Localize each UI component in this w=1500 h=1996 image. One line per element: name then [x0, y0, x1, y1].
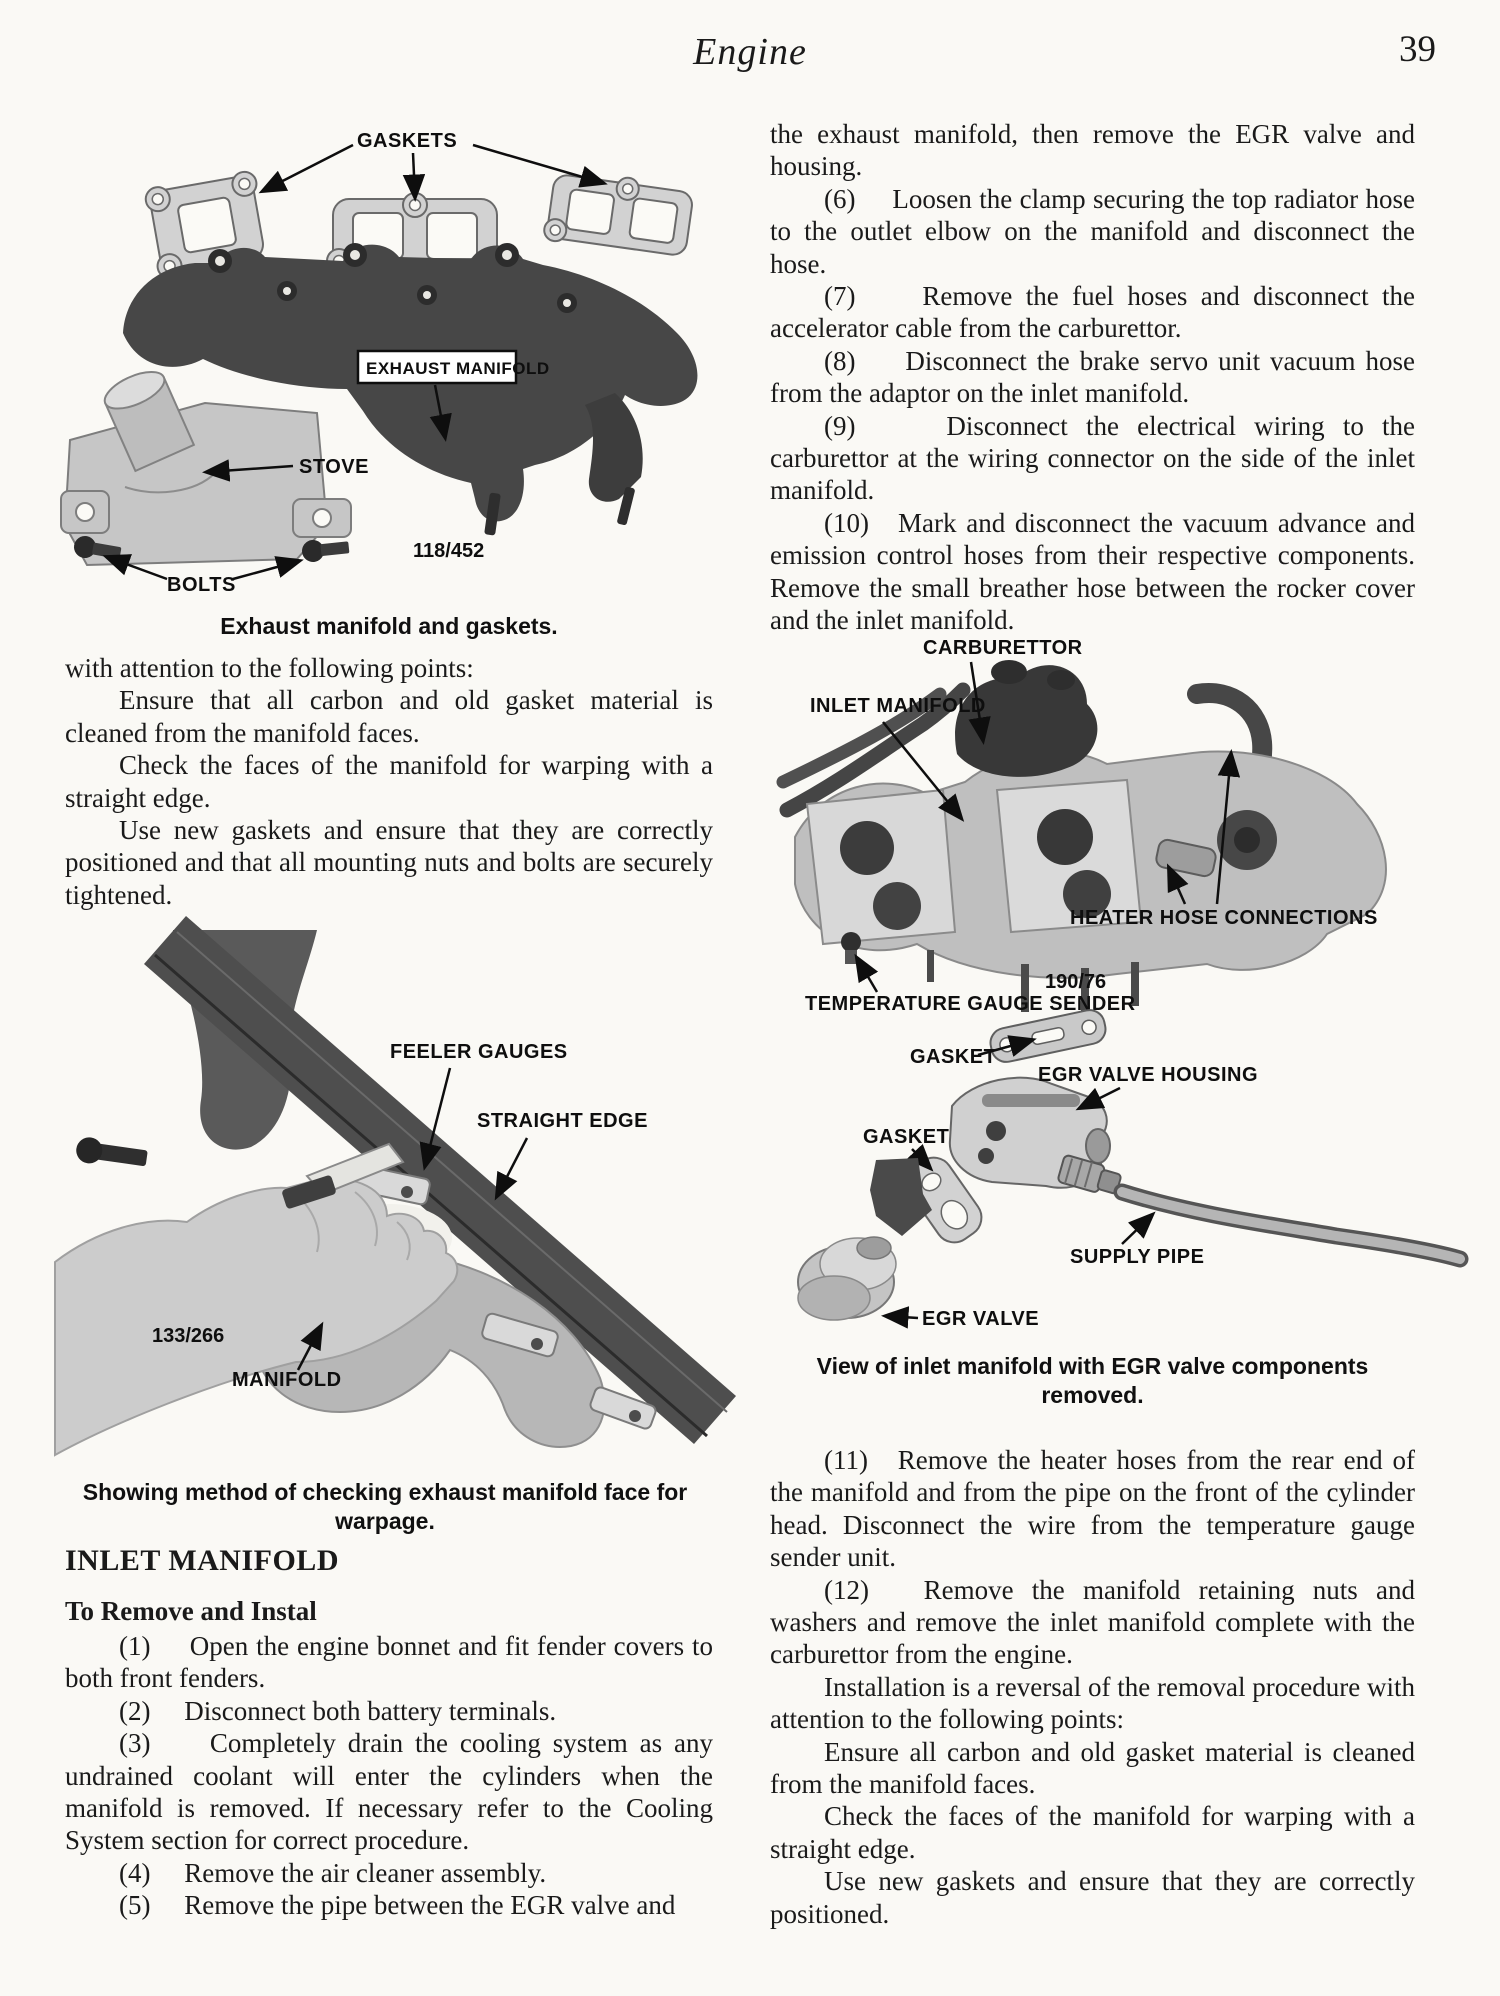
paragraph: Ensure that all carbon and old gasket ma…: [65, 685, 713, 748]
step: (1) Open the engine bonnet and fit fende…: [65, 1631, 713, 1694]
paragraph: Installation is a reversal of the remova…: [770, 1671, 1415, 1735]
svg-text:EXHAUST MANIFOLD: EXHAUST MANIFOLD: [366, 359, 550, 378]
hose-shape: [779, 682, 971, 818]
figure2-number: 133/266: [152, 1325, 224, 1347]
paragraph: Check the faces of the manifold for warp…: [65, 750, 713, 813]
paragraph: Use new gaskets and ensure that they are…: [770, 1866, 1415, 1929]
step: (6) Loosen the clamp securing the top ra…: [770, 183, 1415, 279]
carburettor-label: CARBURETTOR: [923, 637, 1083, 659]
hose-shape: [776, 687, 947, 789]
step: (7) Remove the fuel hoses and disconnect…: [770, 281, 1415, 344]
egr-valve-top-shape: [870, 1158, 932, 1236]
paragraph: with attention to the following points:: [65, 653, 474, 683]
stove-shape: [60, 371, 352, 567]
gasket-top-label: GASKET: [910, 1046, 996, 1068]
right-bottom-text: (11) Remove the heater hoses from the re…: [770, 1444, 1415, 1930]
step: (3) Completely drain the cooling system …: [65, 1728, 713, 1856]
supply-pipe-label: SUPPLY PIPE: [1070, 1246, 1204, 1268]
figure1-number: 118/452: [413, 540, 484, 562]
hand-shape: [54, 1177, 459, 1457]
section-heading-inlet-manifold: INLET MANIFOLD: [65, 1544, 339, 1577]
figure1-caption: Exhaust manifold and gaskets.: [220, 613, 558, 639]
paragraph: Check the faces of the manifold for warp…: [770, 1801, 1415, 1864]
exhaust-manifold-outlet-shape: [585, 393, 643, 502]
page-number: 39: [1399, 29, 1436, 70]
exhaust-manifold-label: EXHAUST MANIFOLD: [356, 349, 550, 442]
step: (12) Remove the manifold retaining nuts …: [770, 1574, 1415, 1670]
egr-valve-label: EGR VALVE: [922, 1308, 1039, 1330]
step: (8) Disconnect the brake servo unit vacu…: [770, 345, 1415, 409]
inlet-manifold-label: INLET MANIFOLD: [810, 695, 986, 717]
bolt-shape-right: [302, 540, 350, 562]
supply-pipe-shape: [1057, 1154, 1469, 1268]
gasket-left-shape: [144, 170, 264, 280]
figure2-caption: Showing method of checking exhaust manif…: [82, 1479, 688, 1534]
paragraph: Ensure all carbon and old gasket materia…: [770, 1736, 1415, 1800]
subsection-heading-remove-instal: To Remove and Instal: [65, 1596, 317, 1626]
step: (10) Mark and disconnect the vacuum adva…: [770, 507, 1415, 636]
stove-label: STOVE: [299, 456, 369, 478]
gaskets-label: GASKETS: [357, 130, 457, 152]
figure-warpage-check: FEELER GAUGES STRAIGHT EDGE 133/266 MANI…: [54, 916, 736, 1457]
feeler-gauge-holder: [282, 1175, 336, 1209]
straight-edge-shape: [144, 916, 736, 1444]
figure-exhaust-manifold: GASKETS EXHAUST MANIFOLD STOVE BOLTS 118…: [60, 130, 698, 596]
figure3-number: 190/76: [1045, 971, 1106, 993]
step: (9) Disconnect the electrical wiring to …: [770, 410, 1415, 506]
gasket-right-shape: [543, 174, 693, 256]
step: (5) Remove the pipe between the EGR valv…: [119, 1890, 676, 1921]
figure-egr-components: GASKET EGR VALVE HOUSING GASKET EGR VALV…: [797, 1009, 1469, 1330]
carburettor-shape: [955, 665, 1098, 777]
left-steps-text: (1) Open the engine bonnet and fit fende…: [65, 1630, 713, 1922]
bolts-label: BOLTS: [167, 574, 236, 596]
paragraph: the exhaust manifold, then remove the EG…: [770, 119, 1415, 182]
heater-hose-connections-label: HEATER HOSE CONNECTIONS: [1070, 907, 1378, 929]
gasket-mid-label: GASKET: [863, 1126, 949, 1148]
manifold-stud: [617, 486, 635, 526]
left-intro-text: with attention to the following points: …: [65, 652, 713, 911]
figure4-caption: View of inlet manifold with EGR valve co…: [816, 1353, 1369, 1408]
figure-inlet-manifold: CARBURETTOR INLET MANIFOLD HEATER HOSE C…: [776, 637, 1387, 1020]
stud-shape: [76, 1137, 148, 1166]
manifold-stud: [484, 492, 501, 536]
egr-valve-housing-label: EGR VALVE HOUSING: [1038, 1064, 1258, 1086]
right-top-text: the exhaust manifold, then remove the EG…: [770, 118, 1415, 637]
step: (2) Disconnect both battery terminals.: [119, 1695, 557, 1726]
manifold-bolt-hole-centers: [215, 250, 571, 307]
straight-edge-label: STRAIGHT EDGE: [477, 1110, 648, 1132]
feeler-gauges-label: FEELER GAUGES: [390, 1041, 568, 1063]
step: (4) Remove the air cleaner assembly.: [119, 1857, 547, 1888]
egr-gasket-top-shape: [989, 1009, 1107, 1063]
temp-sender-shape: [841, 932, 861, 952]
temperature-gauge-sender-label: TEMPERATURE GAUGE SENDER: [805, 993, 1136, 1015]
paragraph: Use new gaskets and ensure that they are…: [65, 815, 713, 910]
flange-pad: [353, 1164, 657, 1430]
page-header-title: Engine: [693, 31, 807, 73]
manifold-label: MANIFOLD: [232, 1369, 342, 1391]
step: (11) Remove the heater hoses from the re…: [770, 1445, 1415, 1573]
